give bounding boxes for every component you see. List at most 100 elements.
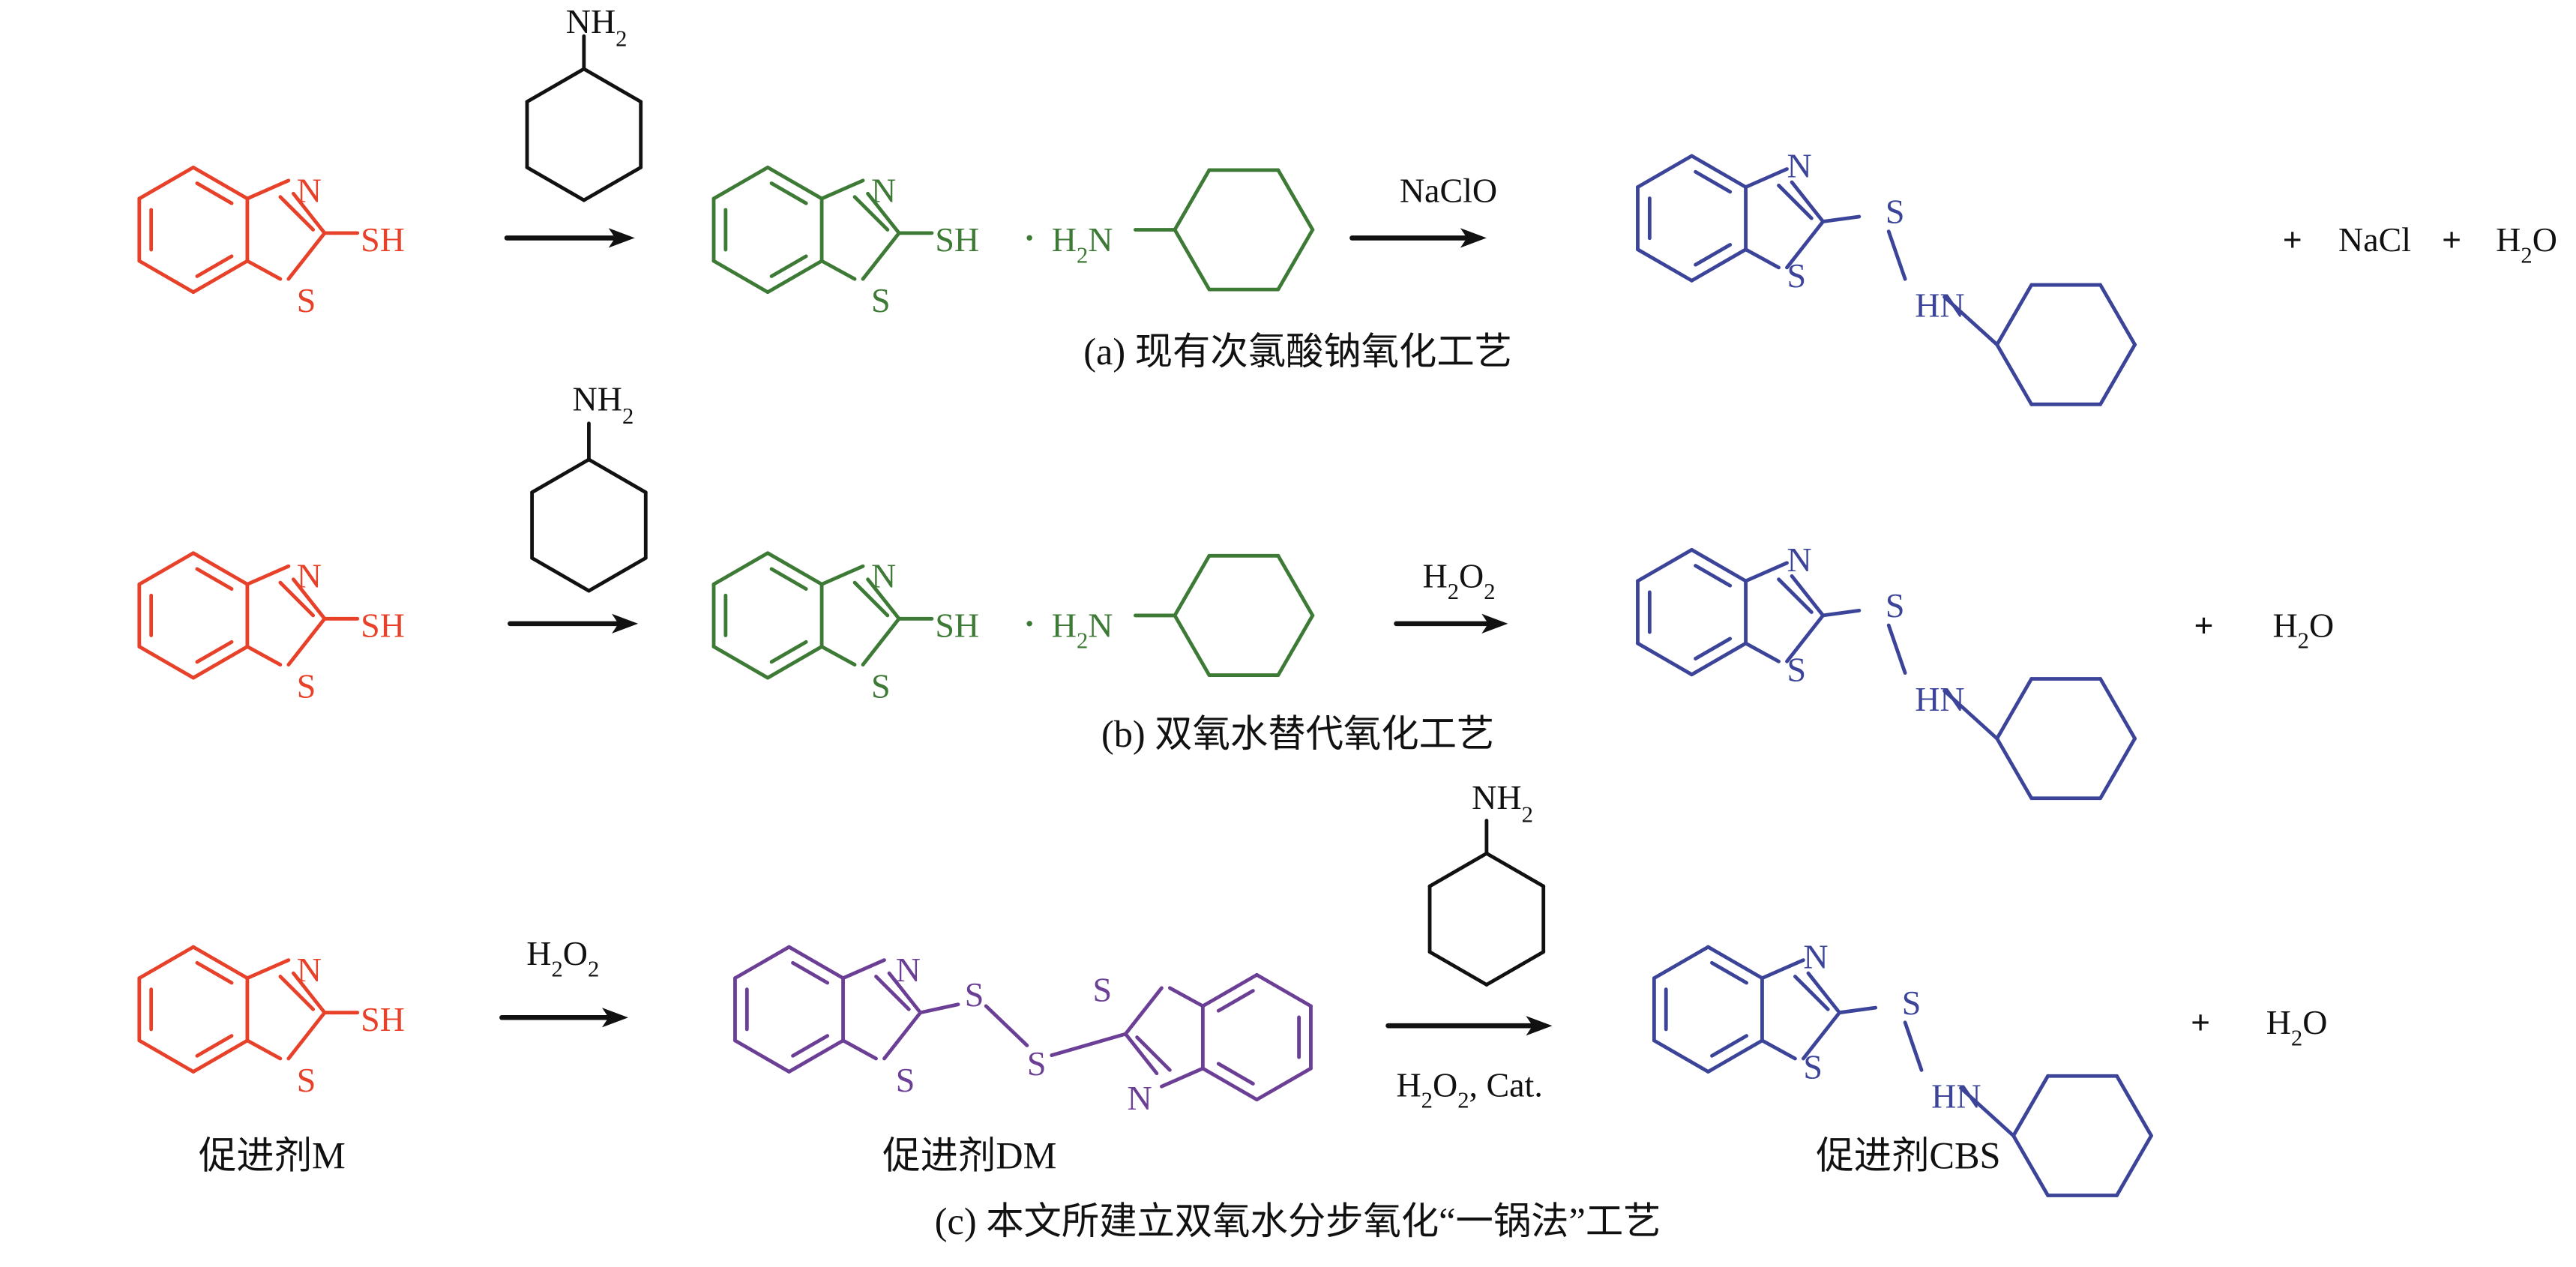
cyclohexane-bond [587, 457, 648, 495]
aromatic-double-bond [195, 567, 234, 591]
aromatic-double-bond [195, 639, 234, 664]
byproduct-nacl: NaCl [2338, 220, 2411, 259]
bond-s-s [984, 1004, 1029, 1047]
aromatic-double-bond [1694, 169, 1733, 194]
cyclohexane-bond [530, 457, 591, 495]
mbt-c-labels: N S SH [297, 951, 405, 1099]
atom-s: S [297, 1061, 316, 1099]
mbt-a-labels: N S SH [297, 171, 405, 319]
oxidant-h2o2: H2O2 [526, 934, 599, 981]
cyclohexane-bond [1995, 283, 2034, 347]
benzene-ring-bond [711, 165, 770, 201]
bond-s-n [1886, 623, 1907, 675]
cyclohexane-bond [1173, 168, 1212, 232]
benzene-ring-bond [1254, 972, 1313, 1008]
ring-bond-cn [291, 191, 327, 235]
benzene-ring-bond [1690, 547, 1748, 583]
atom-sh: SH [935, 220, 979, 259]
atom-s: S [297, 281, 316, 319]
cyclohexane-bond [1276, 168, 1315, 232]
ring-bond-s [245, 645, 283, 667]
label-accelerator-dm: 促进剂DM [882, 1135, 1056, 1177]
ring-bond-s [245, 259, 283, 281]
ring-bond-cs [882, 1011, 923, 1061]
atom-s: S [1787, 650, 1806, 688]
benzene-ring-bond [1690, 247, 1748, 283]
ring-double-bond-cn [278, 975, 316, 1011]
ring-bond-cs [1785, 220, 1826, 270]
cyclohexane-bond [582, 165, 643, 202]
cyclohexane-bond [1173, 553, 1212, 618]
cyclohexane-bond [2098, 677, 2137, 741]
benzene-ring-bond [191, 165, 250, 201]
aromatic-double-bond [1216, 1062, 1255, 1086]
benzene-ring-bond [191, 945, 250, 981]
benzene-ring-bond [765, 645, 824, 680]
ring-bond-n [245, 178, 291, 201]
atom-n: N [1803, 938, 1828, 976]
cyclohexane-bond [525, 67, 586, 104]
benzene-ring-bond [137, 165, 196, 201]
mbt-b-labels: N S SH [297, 557, 405, 705]
atom-n: N [871, 171, 896, 209]
cyclohexane-bond [2098, 736, 2137, 801]
benzene-ring-bond [1706, 1038, 1764, 1074]
cyclohexane-bond [2098, 343, 2137, 406]
atom-sh: SH [361, 1000, 405, 1038]
benzene-ring-bond [711, 645, 770, 680]
benzene-ring-bond [137, 259, 196, 295]
atom-hn: HN [1931, 1077, 1981, 1116]
salt-b-labels: N S SH · H2N [871, 557, 1113, 705]
salt-dot: · [1024, 604, 1035, 642]
aromatic-double-bond [791, 960, 830, 985]
amine-n-label: H2N [1052, 220, 1113, 268]
cyclohexane-bond [1484, 851, 1546, 888]
ring-bond-cn [1790, 574, 1826, 618]
benzene-ring-bond [1636, 154, 1694, 189]
cyclohexane-bond [2115, 1134, 2153, 1197]
atom-n: N [297, 951, 322, 989]
aromatic-double-bond [1710, 960, 1748, 985]
aromatic-double-bond [195, 254, 234, 278]
ring-bond-n [245, 958, 291, 981]
arrow-head [612, 613, 639, 634]
atom-sh: SH [361, 606, 405, 644]
cyclohexane-bond [1484, 950, 1546, 987]
cbs-a-labels: N S S HN [1787, 146, 1964, 324]
ring-bond-n [1160, 1066, 1205, 1089]
atom-n: N [1787, 541, 1811, 579]
cyclohexane-bond [1427, 950, 1489, 987]
ring-bond-n [841, 958, 886, 981]
ring-bond-cn [1806, 971, 1841, 1015]
cyclohexane-bond [1995, 736, 2034, 801]
aromatic-double-bond [769, 639, 808, 664]
ring-double-bond-cn [874, 975, 911, 1011]
benzene-ring-bond [1652, 1038, 1710, 1074]
ring-bond-s [1167, 986, 1205, 1008]
cyclohexylamine-label: NH2 [573, 379, 634, 429]
cyclohexane-bond [1427, 851, 1489, 888]
atom-hn: HN [1915, 680, 1964, 718]
cyclohexane-bond [1276, 613, 1315, 677]
bond-c-s [918, 1002, 960, 1015]
ring-double-bond-cn [1777, 183, 1814, 220]
bond-s-n [1886, 229, 1907, 281]
cbs-b-labels: N S S HN [1787, 541, 1964, 718]
atom-s-exo: S [1886, 586, 1905, 625]
ring-bond-cs [1123, 986, 1164, 1036]
ring-bond-cn [1790, 180, 1826, 223]
row-b: N S SH NH2 N S SH · H2N H2O2 N S S HN + … [297, 379, 2334, 755]
conditions-h2o2-cat: H2O2, Cat. [1396, 1065, 1542, 1113]
ring-bond-cs [286, 1011, 327, 1061]
caption-a: (a) 现有次氯酸钠氧化工艺 [1083, 331, 1512, 373]
cyclohexane-bond [2011, 1074, 2050, 1138]
benzene-ring-bond [137, 645, 196, 680]
ring-bond-cs [286, 231, 327, 281]
aromatic-double-bond [1694, 636, 1733, 660]
bond-c-s [1821, 214, 1862, 223]
cyclohexane-bond [582, 67, 643, 104]
ring-bond-cs [1801, 1011, 1841, 1061]
benzene-ring-bond [765, 259, 824, 295]
ring-double-bond-cn [1777, 577, 1814, 614]
ring-double-bond-cn [1135, 1035, 1172, 1072]
